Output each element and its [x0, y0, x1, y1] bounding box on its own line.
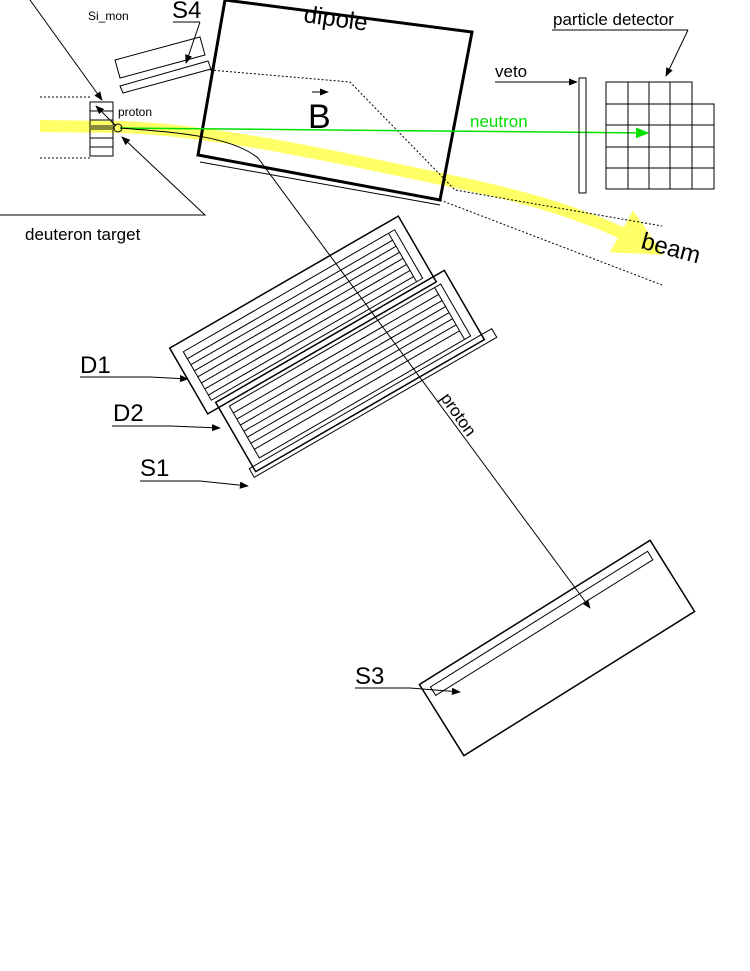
- neutron-track: [119, 127, 650, 139]
- s4-label: S4: [172, 0, 201, 24]
- si-mon-label: Si_mon: [88, 9, 129, 23]
- particle-detector-grid: [605, 81, 715, 190]
- deuteron-target-label: deuteron target: [25, 225, 141, 244]
- s1-leader: [140, 480, 249, 489]
- d2-label: D2: [113, 400, 144, 427]
- particle-detector-label: particle detector: [553, 10, 674, 29]
- si-mon-detector: [114, 36, 212, 94]
- s3-detector: [418, 539, 696, 757]
- s4-arrow: [185, 21, 201, 64]
- deuteron-target-stack: [89, 101, 114, 157]
- veto-label: veto: [495, 62, 527, 81]
- s3-label: S3: [355, 663, 384, 690]
- veto-detector: [578, 77, 587, 194]
- d2-chamber: [214, 269, 486, 473]
- dipole-magnet: [196, 0, 474, 202]
- beam-band: [39, 120, 664, 256]
- beam-label: beam: [638, 228, 703, 270]
- d1-label: D1: [80, 352, 111, 379]
- dipole-label: dipole: [302, 1, 369, 37]
- particle-detector-arrow: [665, 29, 689, 77]
- d1-leader: [80, 374, 189, 383]
- si-mon-pointer: [29, 0, 103, 101]
- beam-envelope-upper: [40, 69, 663, 227]
- proton-track: [119, 127, 591, 609]
- d2-leader: [112, 424, 221, 432]
- s3-leader: [355, 687, 461, 695]
- beam-envelope-lower: [40, 157, 663, 286]
- proton-near-arrow: [95, 105, 117, 127]
- proton-near-label: proton: [118, 105, 152, 119]
- proton-track-label: proton: [437, 389, 480, 439]
- s1-label: S1: [140, 455, 169, 482]
- b-field-label: B: [308, 98, 331, 136]
- dipole-lower-edge: [199, 161, 441, 206]
- neutron-label: neutron: [470, 112, 528, 131]
- s1-scintillator: [248, 327, 498, 479]
- deuteron-target-pointer: [0, 136, 207, 216]
